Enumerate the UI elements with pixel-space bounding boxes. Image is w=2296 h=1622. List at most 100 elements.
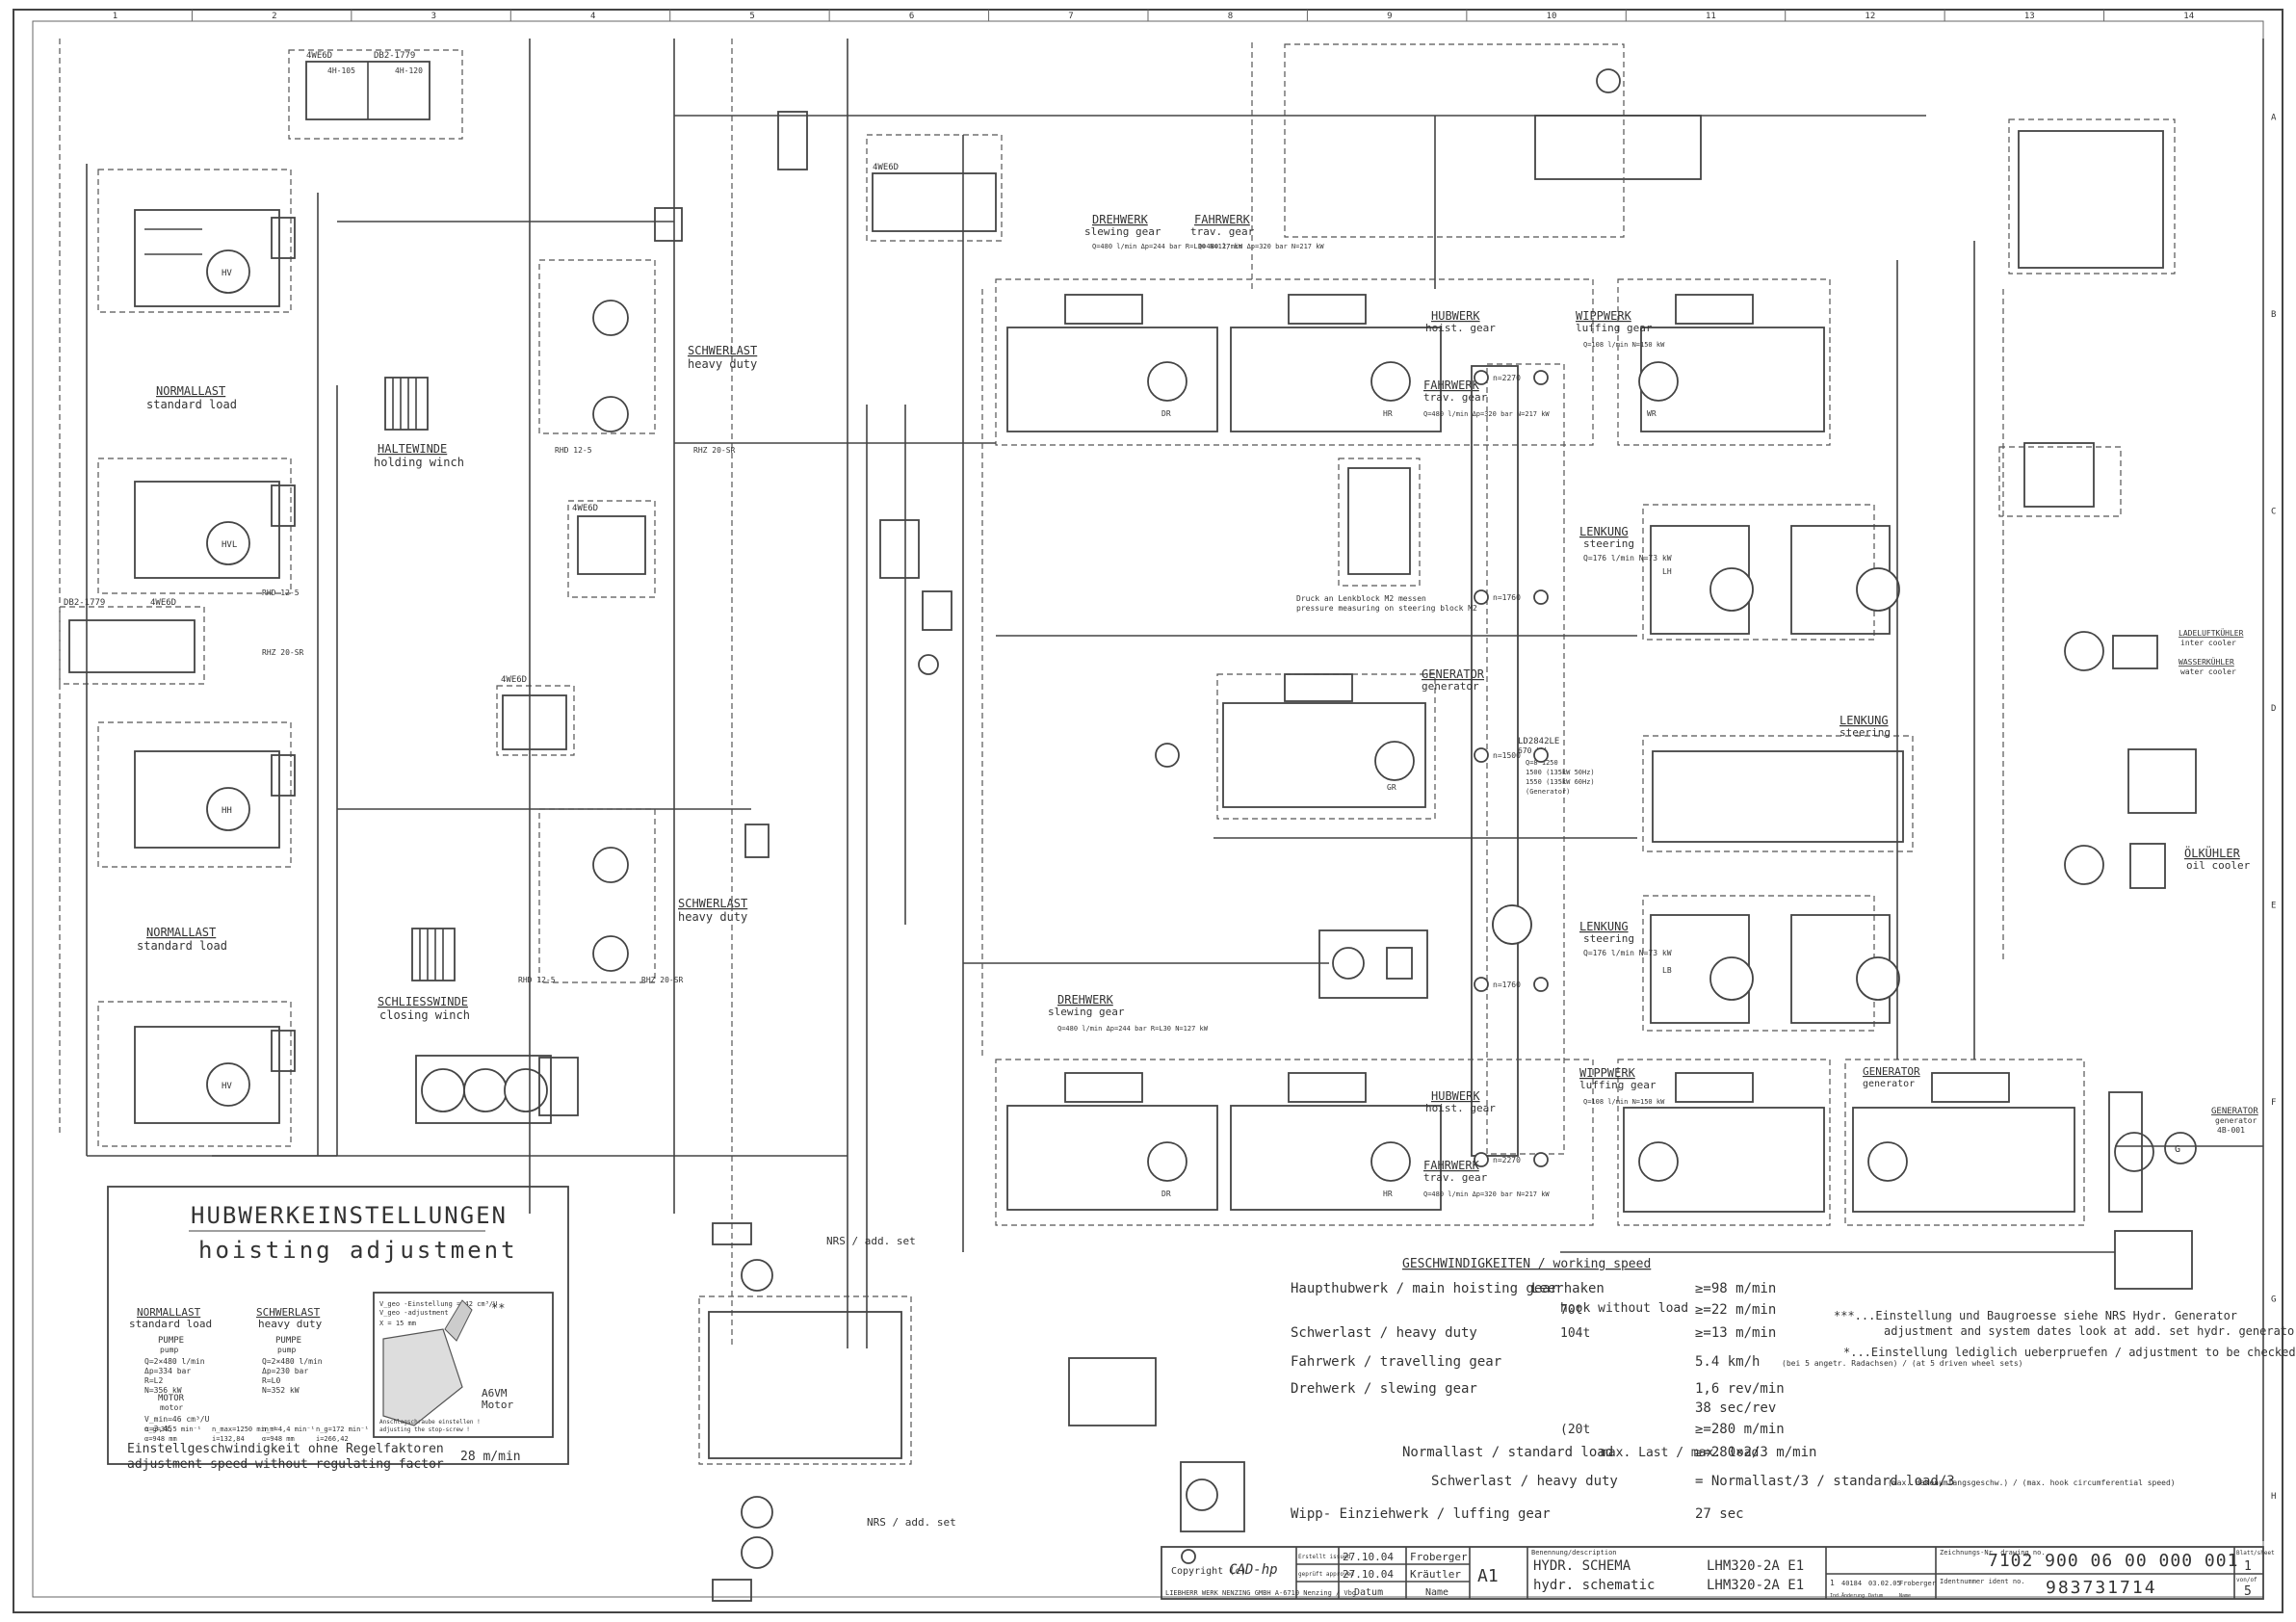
pump-label: HH: [222, 806, 232, 816]
hoisting-spec: R=L2: [144, 1376, 163, 1385]
diagram-text: LADELUFTKÜHLER: [2179, 628, 2244, 638]
grid-column-label: 13: [2024, 12, 2035, 21]
speed-row-note: (bei 5 angetr. Radachsen) / (at 5 driven…: [1782, 1359, 2022, 1368]
generator-mid: GR GENERATOR generator: [1155, 667, 1485, 820]
grid-row-label: H: [2271, 1492, 2276, 1502]
diagram-text: 4WE6D: [572, 504, 598, 513]
hoisting-spec: R=L0: [262, 1376, 280, 1385]
grid-column-label: 3: [431, 12, 436, 21]
diagram-text: pump: [277, 1346, 296, 1354]
speed-row-sub: max. Last / max. load: [1601, 1446, 1759, 1460]
diagram-text: MOTOR: [158, 1394, 185, 1403]
diagram-text: 983731714: [2046, 1578, 2157, 1598]
diagram-text: Q=480 l/min Δp=244 bar R=L30 N=127 kW: [1092, 243, 1243, 250]
pump-label: HV: [222, 1082, 232, 1091]
schwerlast-title-1: SCHWERLAST: [688, 344, 757, 357]
connector-node: [1474, 977, 1489, 992]
diagram-text: NRS / add. set: [826, 1235, 916, 1247]
diagram-text: A1: [1477, 1566, 1499, 1586]
speed-row-sub: hook without load: [1560, 1301, 1688, 1316]
diagram-text: generator: [2215, 1116, 2257, 1125]
diagram-text: A6VM: [482, 1387, 508, 1400]
diagram-text: 1: [2244, 1559, 2252, 1574]
valve-label: DB2-1779: [374, 51, 415, 61]
diagram-text: RHZ 20-SR: [693, 446, 736, 455]
grid-row-label: B: [2271, 310, 2276, 320]
valve-label: RHZ 20-SR: [262, 648, 304, 657]
valve-label: RHD 12-5: [262, 589, 300, 597]
diagram-text: FAHRWERK: [1423, 1159, 1480, 1172]
hoisting-speed-spec: i=266,42: [316, 1435, 349, 1443]
schliesswinde-subtitle: closing winch: [379, 1008, 470, 1022]
diagram-text: HR: [1383, 409, 1393, 418]
valve-label: 4H-105: [327, 66, 355, 75]
diagram-text: Q=108 l/min N=150 kW: [1583, 341, 1665, 349]
diagram-text: 4WE6D: [501, 675, 527, 685]
normallast-label-1: NORMALLAST standard load: [146, 384, 237, 411]
diagram-text: 28 m/min: [460, 1450, 521, 1464]
diagram-text: DREHWERK: [1092, 213, 1149, 226]
winch-section: HALTEWINDE holding winch SCHLIESSWINDE c…: [212, 39, 848, 1348]
speed-connector-label: n=2270: [1493, 374, 1521, 382]
diagram-text: water cooler: [2180, 667, 2236, 676]
hoisting-adjustment-panel: HUBWERKEINSTELLUNGEN hoisting adjustment…: [107, 1186, 569, 1472]
normallast-label-2: NORMALLAST standard load: [137, 926, 227, 953]
diagram-text: LB: [1662, 966, 1672, 975]
grid-column-label: 14: [2183, 12, 2194, 21]
speed-row-value: ≥=280 m/min: [1695, 1422, 1785, 1437]
diagram-text: NORMALLAST: [156, 384, 225, 398]
speed-row-label: Normallast / standard load: [1402, 1445, 1613, 1460]
diagram-text: Motor: [482, 1399, 513, 1411]
diagram-text: V_geo -adjustment: [379, 1309, 449, 1317]
schwerlast-subtitle-1: heavy duty: [688, 357, 757, 371]
diagram-text: LENKUNG: [1839, 714, 1889, 727]
pump-row-top: DR HR DREHWERK slewing gear Q=480 l/min …: [995, 213, 1594, 446]
grid-column-label: 12: [1865, 12, 1875, 21]
diagram-text: RHZ 20-SR: [641, 976, 684, 984]
grid-row-label: E: [2271, 901, 2276, 910]
pump-row-top-right: WR WIPPWERK luffing gear Q=108 l/min N=1…: [1284, 43, 1831, 446]
diagram-text: standard load: [137, 939, 227, 953]
diagram-text: DREHWERK: [1057, 993, 1114, 1007]
diagram-text: 7102 900 06 00 000 001: [1988, 1551, 2238, 1571]
speed-connector-label: n=1760: [1493, 593, 1521, 602]
diagram-text: pressure measuring on steering block M2: [1296, 604, 1477, 613]
hoisting-speed-spec: n_g=172 min⁻¹: [316, 1426, 369, 1433]
pump-row-bottom: DR HR DREHWERK slewing gear Q=480 l/min …: [995, 993, 2085, 1226]
diagram-text: Name: [1425, 1587, 1448, 1598]
revision-header: Änderung: [1841, 1592, 1865, 1599]
diagram-text: heavy duty: [258, 1318, 323, 1330]
diagram-text: adjustment speed without regulating fact…: [127, 1457, 444, 1472]
valve-label: 4WE6D: [306, 51, 332, 61]
nrs-block: NRS / add. set NRS / add. set: [698, 1222, 1245, 1602]
steering-section: Druck an Lenkblock M2 messen pressure me…: [1296, 458, 1914, 1032]
hoisting-spec: Q=2×480 l/min: [144, 1357, 205, 1366]
grid-column-label: 5: [749, 12, 754, 21]
diagram-text: luffing gear: [1576, 322, 1653, 334]
diagram-text: Blatt/sheet: [2236, 1550, 2275, 1557]
speed-row-note: (max. Hakenumfangsgeschw.) / (max. hook …: [1888, 1478, 2176, 1487]
diagram-text: 40184: [1841, 1580, 1862, 1587]
diagram-text: LH: [1662, 567, 1672, 576]
speed-row-sub: 104t: [1560, 1326, 1590, 1341]
diagram-text: GENERATOR: [2211, 1107, 2258, 1116]
diagram-text: SCHWERLAST: [256, 1306, 321, 1319]
connector-node: [1533, 1152, 1549, 1167]
diagram-text: X = 15 mm: [379, 1320, 416, 1327]
diagram-text: WASSERKÜHLER: [2179, 657, 2234, 667]
diagram-text: 27.10.04: [1343, 1568, 1394, 1581]
speed-row-value: = Normallast/3 / standard load/3: [1695, 1474, 1955, 1489]
revision-header: Ind.: [1830, 1593, 1841, 1599]
speed-row-value: 5.4 km/h: [1695, 1354, 1760, 1370]
hoisting-spec: Q=2×480 l/min: [262, 1357, 323, 1366]
diagram-text: NORMALLAST: [137, 1306, 201, 1319]
diagram-text: FAHRWERK: [1423, 379, 1480, 392]
diagram-text: Anschlagschraube einstellen !: [379, 1419, 481, 1426]
diagram-text: adjustment and system dates look at add.…: [1884, 1324, 2296, 1338]
speed-row-label: Schwerlast / heavy duty: [1431, 1474, 1618, 1489]
schliesswinde-title: SCHLIESSWINDE: [378, 995, 468, 1008]
